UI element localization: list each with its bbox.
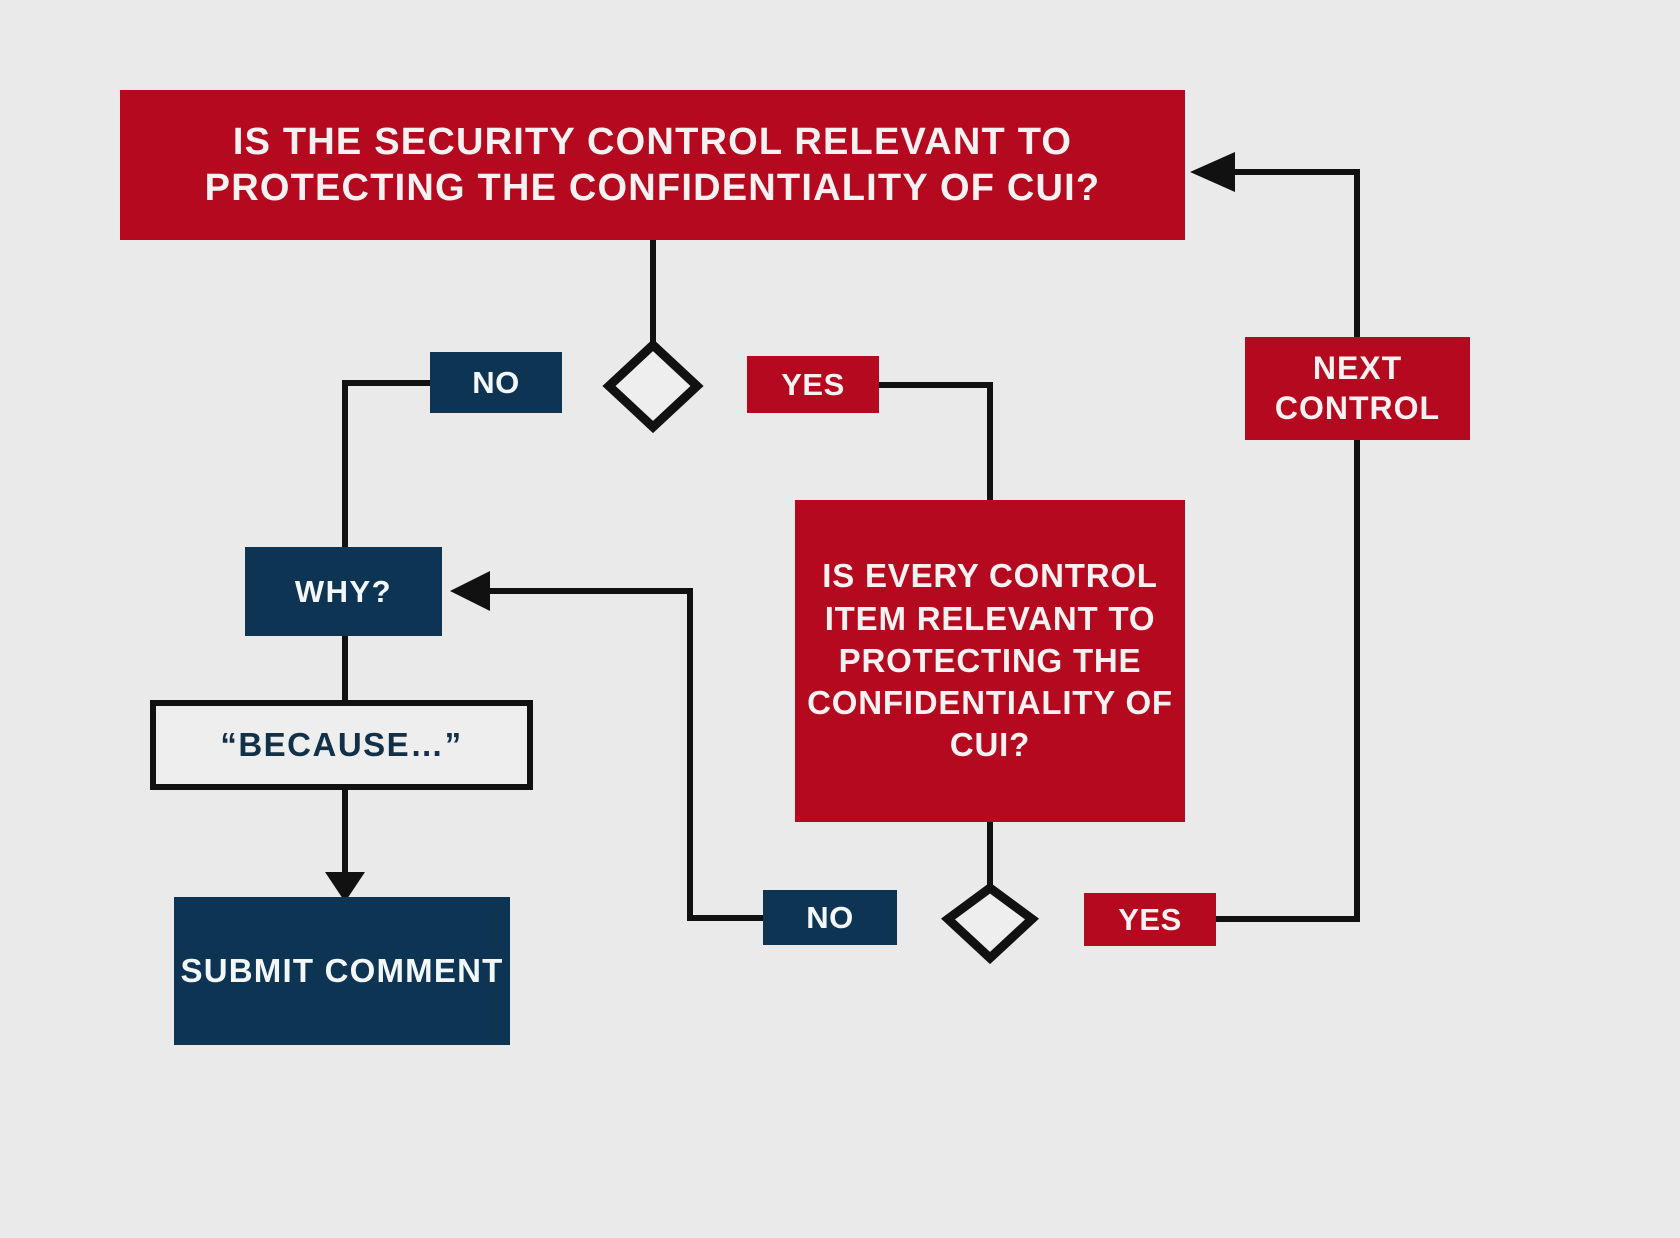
question-2-box[interactable]: IS EVERY CONTROL ITEM RELEVANT TO PROTEC… [795, 500, 1185, 822]
question-1-box[interactable]: IS THE SECURITY CONTROL RELEVANT TO PROT… [120, 90, 1185, 240]
decision-diamond-1 [602, 338, 704, 434]
why-box[interactable]: WHY? [245, 547, 442, 636]
decision-diamond-2 [940, 882, 1040, 965]
next-control-box[interactable]: NEXT CONTROL [1245, 337, 1470, 440]
arrowhead-why [450, 571, 490, 611]
branch-label-yes-1[interactable]: YES [747, 356, 879, 413]
branch-label-no-1[interactable]: NO [430, 352, 562, 413]
branch-label-yes-2[interactable]: YES [1084, 893, 1216, 946]
submit-comment-box[interactable]: SUBMIT COMMENT [174, 897, 510, 1045]
arrowhead-q1 [1190, 152, 1235, 192]
wire-next-to-q1 [1228, 169, 1360, 337]
because-box[interactable]: “BECAUSE…” [150, 700, 533, 790]
branch-label-no-2[interactable]: NO [763, 890, 897, 945]
wire-yes2-to-next [1216, 440, 1360, 922]
wire-no1-to-why [342, 380, 430, 547]
wire-yes1-to-q2 [879, 382, 993, 500]
